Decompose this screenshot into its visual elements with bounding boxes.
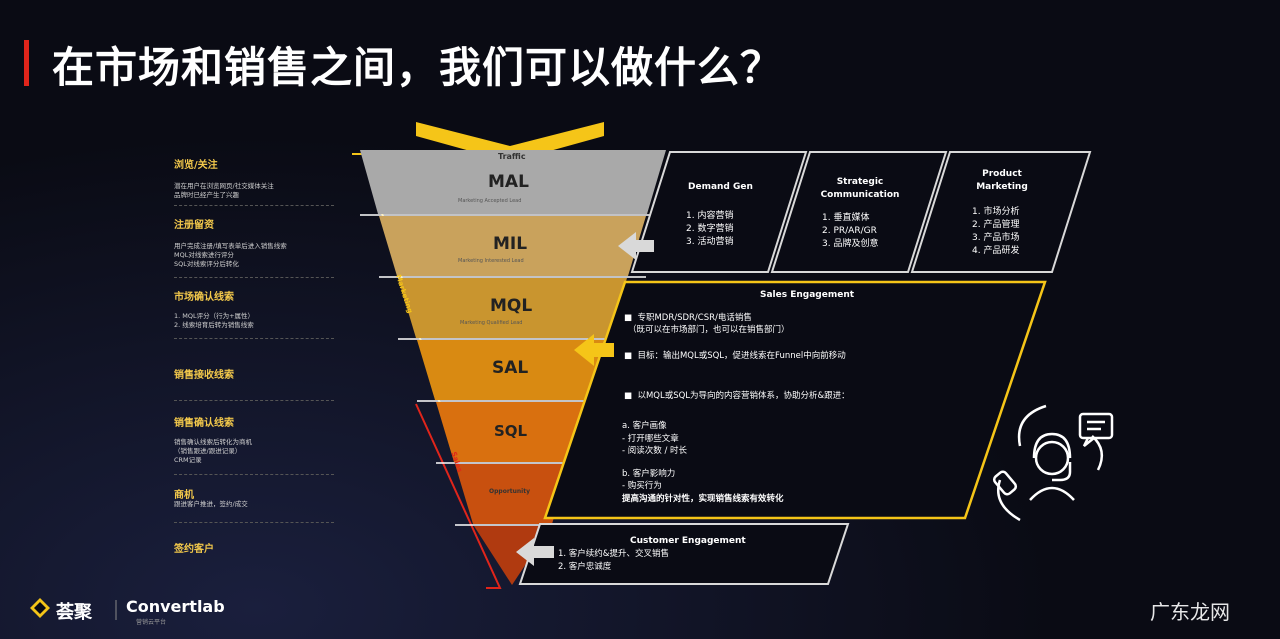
- funnel-sub-mql: Marketing Qualified Lead: [460, 320, 523, 326]
- funnel-layer-mal: [360, 150, 666, 214]
- funnel-layer-mil: [379, 216, 646, 276]
- funnel-layer-opportunity: [455, 464, 570, 524]
- stage-desc-opportunity: 跟进客户推进，签约/成交: [174, 500, 248, 508]
- funnel-label-mil: MIL: [493, 234, 528, 254]
- stage-desc-browse: 潜在用户在浏览网页/社交媒体关注品牌时已经产生了兴趣: [174, 182, 274, 199]
- stage-label-mkt-confirm: 市场确认线索: [174, 292, 234, 303]
- arrow-left-icon: [574, 334, 614, 366]
- sales-engagement-sublist: a. 客户画像 - 打开哪些文章 - 阅读次数 / 时长 b. 客户影响力 - …: [622, 421, 784, 504]
- divider: [174, 522, 334, 523]
- funnel-sub-mil: Marketing Interested Lead: [458, 258, 524, 264]
- box-strategic-communication: [770, 151, 948, 273]
- funnel-layer-mql: [398, 278, 627, 338]
- funnel-label-sal: SAL: [492, 358, 529, 378]
- funnel-label-mal: MAL: [488, 172, 529, 192]
- box-demand-gen: [630, 151, 808, 273]
- funnel-layer-sql: [436, 402, 589, 462]
- divider: [174, 338, 334, 339]
- customer-service-icon: [992, 404, 1114, 522]
- funnel-label-mql: MQL: [490, 296, 533, 316]
- sales-engagement-bullet-3: ■ 以MQL或SQL为导向的内容营销体系，协助分析&跟进：: [624, 391, 850, 401]
- sales-engagement-bullet-2: ■ 目标：输出MQL或SQL，促进线索在Funnel中向前移动: [624, 351, 846, 361]
- funnel-sub-mal: Marketing Accepted Lead: [458, 198, 522, 204]
- box-sales-engagement: [543, 280, 1047, 520]
- stage-desc-mkt-confirm: 1. MQL评分（行为+属性）2. 线索培育后转为销售线索: [174, 312, 255, 329]
- funnel-label-sql: SQL: [494, 422, 528, 440]
- box-product-marketing: [910, 151, 1092, 273]
- divider: [174, 474, 334, 475]
- stage-label-register: 注册留资: [174, 220, 214, 231]
- box-customer-engagement: [518, 523, 850, 585]
- arrow-left-icon: [618, 232, 654, 260]
- page-title: 在市场和销售之间，我们可以做什么？: [52, 43, 784, 92]
- sales-engagement-bullet-1: ■ 专职MDR/SDR/CSR/电话销售 （既可以在市场部门，也可以在销售部门）: [624, 313, 790, 335]
- traffic-label: Traffic: [498, 152, 526, 161]
- divider: [174, 205, 334, 206]
- footer-brand-sub: 营销云平台: [136, 619, 167, 626]
- divider: [174, 400, 334, 401]
- watermark: 广东龙网: [1150, 600, 1230, 624]
- stage-label-browse: 浏览/关注: [174, 160, 218, 171]
- footer-brand: Convertlab: [126, 597, 225, 616]
- demand-gen-title: Demand Gen: [688, 182, 753, 192]
- stage-desc-sales-confirm: 销售确认线索后转化为商机（销售跟进/跟进记录）CRM记录: [174, 438, 252, 464]
- stage-label-sales-confirm: 销售确认线索: [174, 418, 234, 429]
- sales-bracket: [415, 403, 502, 589]
- divider: [174, 277, 334, 278]
- stage-label-opportunity: 商机: [174, 490, 194, 501]
- customer-engagement-title: Customer Engagement: [630, 536, 746, 546]
- stage-label-sales-accept: 销售接收线索: [174, 370, 234, 381]
- sales-engagement-title: Sales Engagement: [760, 290, 855, 300]
- logo-icon: [30, 598, 50, 618]
- arrow-left-icon: [516, 538, 554, 566]
- stage-label-customer: 签约客户: [174, 544, 214, 555]
- funnel-layer-sal: [417, 340, 608, 400]
- title-accent-bar: [24, 40, 29, 86]
- footer-logo-text: 荟聚: [56, 602, 92, 623]
- funnel-label-opportunity: Opportunity: [489, 488, 531, 495]
